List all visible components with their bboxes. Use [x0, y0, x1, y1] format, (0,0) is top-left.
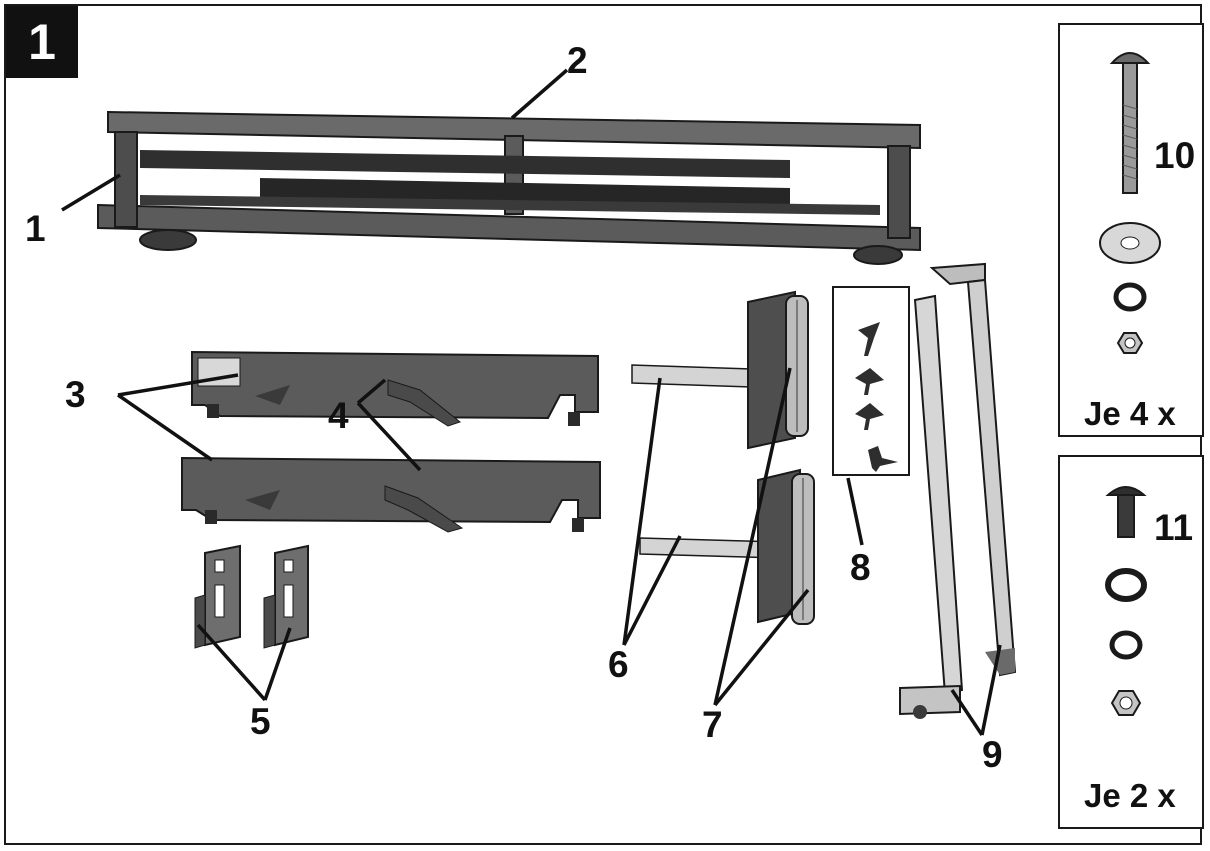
roller-support-lower — [639, 468, 815, 625]
callout-5: 5 — [250, 701, 271, 742]
main-frame-part — [97, 110, 921, 265]
callout-11: 11 — [1154, 507, 1194, 548]
wing-screws-group — [832, 286, 910, 476]
callout-2: 2 — [567, 40, 588, 81]
hardware-box-11: 11 Je 2 x — [1058, 455, 1204, 829]
quantity-label-11: Je 2 x — [1084, 777, 1176, 814]
quantity-label-10: Je 4 x — [1084, 395, 1176, 432]
callout-9: 9 — [982, 734, 1003, 775]
callout-4: 4 — [328, 395, 349, 436]
mounting-plate-right — [263, 544, 309, 649]
side-bracket-upper — [191, 350, 599, 427]
short-bolt-set-icon — [1105, 486, 1147, 716]
callout-3: 3 — [65, 374, 86, 415]
side-bracket-lower — [181, 456, 601, 533]
tube-leg-back — [929, 262, 1017, 677]
tube-leg-front — [899, 294, 964, 719]
carriage-bolt-set-icon — [1099, 52, 1161, 354]
callout-7: 7 — [702, 704, 723, 745]
callout-8: 8 — [850, 547, 871, 588]
roller-support-upper — [631, 290, 809, 450]
callout-1: 1 — [25, 208, 46, 249]
hardware-box-10: 10 Je 4 x — [1058, 23, 1204, 437]
figure-number-badge: 1 — [6, 6, 78, 78]
leader-lines — [61, 68, 1002, 736]
mounting-plate-left — [194, 544, 241, 649]
callout-6: 6 — [608, 644, 629, 685]
callout-10: 10 — [1154, 135, 1196, 176]
